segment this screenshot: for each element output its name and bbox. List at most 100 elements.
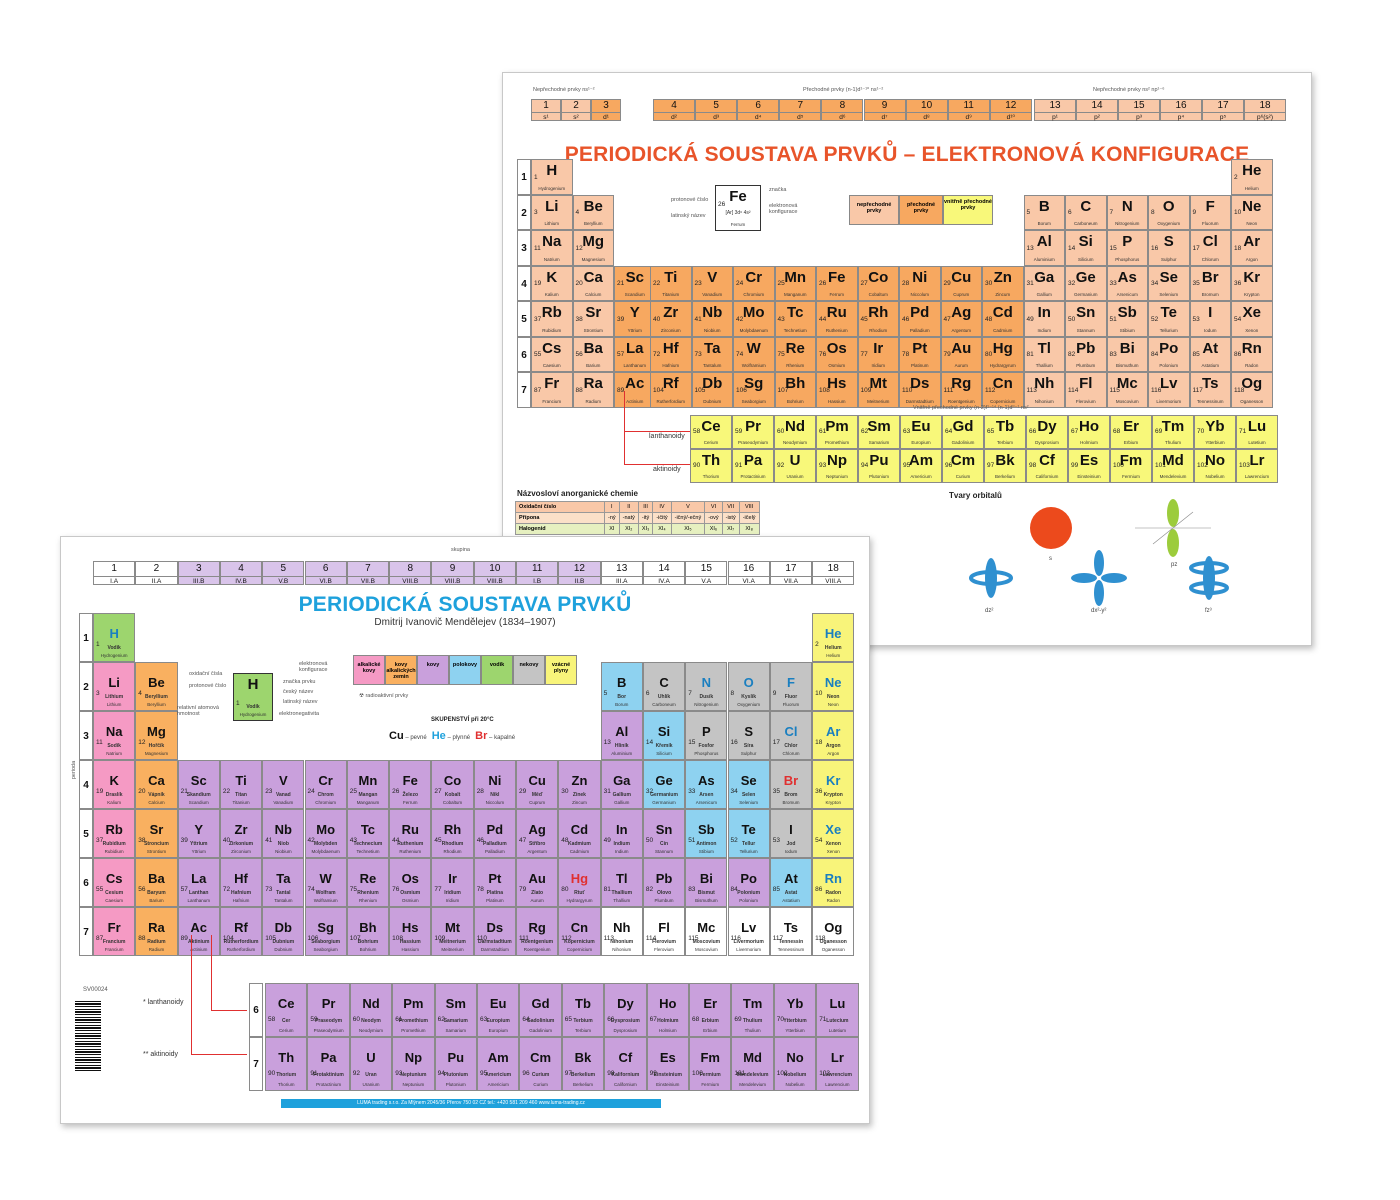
period-label-2: 2 xyxy=(517,194,531,230)
page-title: PERIODICKÁ SOUSTAVA PRVKŮ – ELEKTRONOVÁ … xyxy=(564,143,1250,166)
connector-line xyxy=(191,1054,247,1055)
period-label-1: 1 xyxy=(517,159,531,195)
legend-transition: přechodné prvky xyxy=(899,195,943,225)
s-orbital-icon xyxy=(1030,507,1072,549)
legend-hydrogen: vodík xyxy=(481,655,513,685)
orbital-label: dx²-y² xyxy=(1091,608,1106,614)
key-cell: 1 H Vodík Hydrogenium xyxy=(233,673,273,721)
connector-line xyxy=(211,935,212,1011)
period-label-7: 7 xyxy=(517,372,531,408)
nomenclature-title: Názvosloví anorganické chemie xyxy=(517,489,638,498)
table-row: Přípona-ný-natý-itý-ičitý-ičný/-ečný-ový… xyxy=(515,512,760,524)
key-label: český název xyxy=(283,689,314,695)
period-label-4: 4 xyxy=(517,265,531,301)
key-label-proton: protonové číslo xyxy=(671,197,709,203)
key-label: elektronová konfigurace xyxy=(299,661,328,673)
actinide-label: aktinoidy xyxy=(653,466,681,473)
state-legend: Cu – pevné He – plynné Br – kapalné xyxy=(389,730,516,742)
dx2y2-orbital-icon xyxy=(1071,550,1127,606)
legend-inner-transition: vnitřně přechodné prvky xyxy=(943,195,993,225)
period-label-2: 2 xyxy=(79,662,93,711)
footer-contact: LUMA trading s.r.o. Za Mlýnem 2045/36 Př… xyxy=(281,1099,661,1108)
connector-line xyxy=(624,391,625,465)
key-label: oxidační čísla xyxy=(189,671,223,677)
top-label-p: Nepřechodné prvky ns² np¹⁻⁶ xyxy=(1093,87,1165,93)
legend-nontransition: nepřechodné prvky xyxy=(849,195,899,225)
period-label-7: 7 xyxy=(249,1037,263,1091)
